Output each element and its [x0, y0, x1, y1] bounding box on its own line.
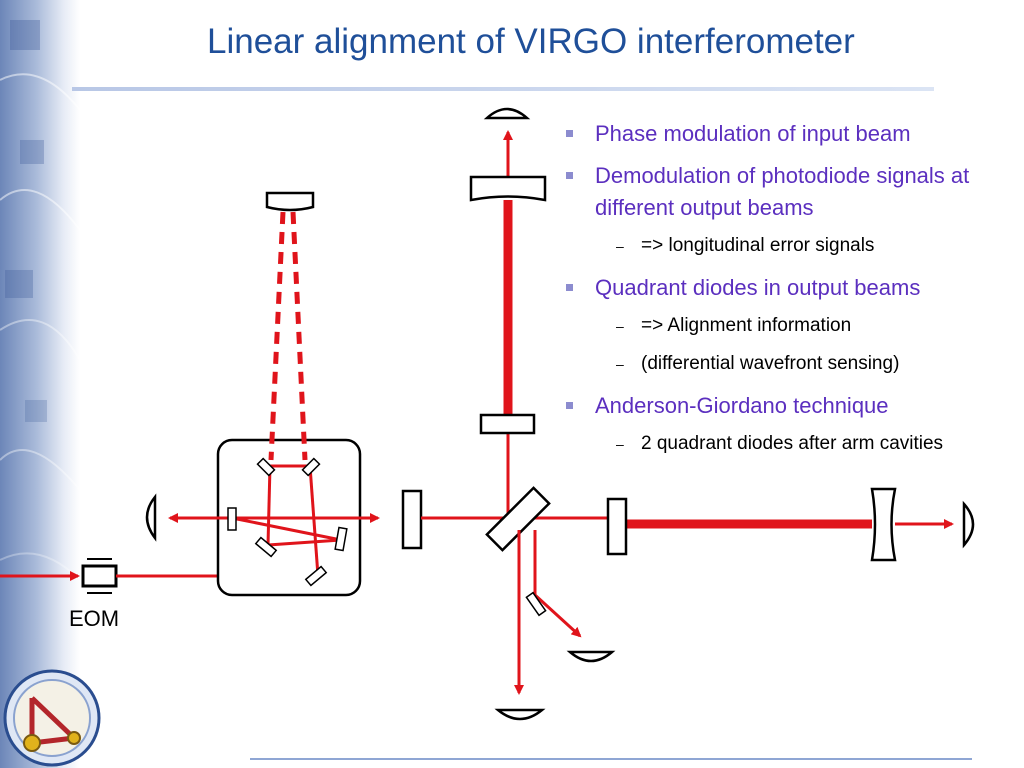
bench-beams: [231, 464, 342, 577]
sub-bullet-marker: –: [616, 356, 624, 372]
bullet-list: Phase modulation of input beam Demodulat…: [566, 118, 1016, 470]
north-end-mirror: [469, 175, 547, 202]
bullet-marker: [566, 130, 573, 137]
bullet-marker: [566, 402, 573, 409]
right-photodiode: [962, 500, 975, 549]
sub-bullet-marker: –: [616, 436, 624, 452]
sub-bullet-item: – 2 quadrant diodes after arm cavities: [566, 432, 1016, 456]
bullet-item: Anderson-Giordano technique: [566, 390, 1016, 422]
bullet-marker: [566, 172, 573, 179]
power-recycling-mirror: [401, 489, 423, 550]
bullet-text: Demodulation of photodiode signals at di…: [595, 163, 970, 220]
title-divider: [72, 87, 934, 91]
left-photodiode: [145, 493, 157, 542]
beam-splitter: [485, 486, 551, 552]
mode-cleaner-beams: [268, 211, 308, 461]
decorative-side-banner: [0, 0, 80, 768]
bullet-text: Phase modulation of input beam: [595, 121, 911, 146]
east-end-mirror: [870, 487, 897, 562]
eom-modulator: [81, 558, 118, 594]
bullet-marker: [566, 284, 573, 291]
sub-bullet-item: – (differential wavefront sensing): [566, 352, 1016, 376]
pickoff-photodiode: [566, 650, 616, 663]
bullet-item: Demodulation of photodiode signals at di…: [566, 160, 1016, 224]
mode-cleaner-end-mirror: [265, 191, 315, 212]
eom-label: EOM: [69, 606, 120, 631]
slide-title: Linear alignment of VIRGO interferometer: [207, 22, 855, 61]
sub-bullet-text: 2 quadrant diodes after arm cavities: [641, 433, 944, 454]
virgo-logo: [3, 669, 101, 767]
sub-bullet-text: => longitudinal error signals: [641, 235, 875, 256]
pickoff-mirror: [525, 591, 547, 617]
sub-bullet-text: => Alignment information: [641, 315, 852, 336]
bullet-item: Phase modulation of input beam: [566, 118, 1016, 150]
sub-bullet-item: – => longitudinal error signals: [566, 234, 1016, 258]
sub-bullet-item: – => Alignment information: [566, 314, 1016, 338]
east-input-mirror: [606, 497, 628, 556]
sub-bullet-marker: –: [616, 318, 624, 334]
footer-divider: [250, 758, 972, 760]
top-photodiode: [483, 107, 531, 120]
bottom-photodiode: [494, 708, 546, 721]
sub-bullet-text: (differential wavefront sensing): [641, 353, 900, 374]
north-input-mirror: [479, 413, 536, 435]
sub-bullet-marker: –: [616, 238, 624, 254]
bench-mirrors: [227, 457, 348, 587]
bullet-text: Anderson-Giordano technique: [595, 393, 889, 418]
bullet-text: Quadrant diodes in output beams: [595, 275, 921, 300]
bullet-item: Quadrant diodes in output beams: [566, 272, 1016, 304]
